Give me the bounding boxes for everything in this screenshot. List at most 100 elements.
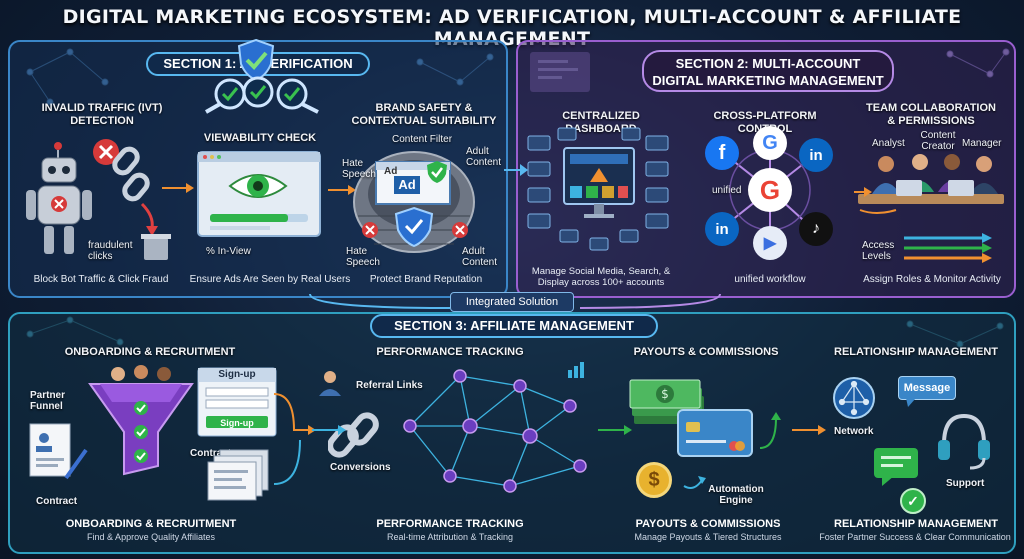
content-filter-label: Content Filter (392, 134, 453, 145)
signup-form-icon (197, 367, 277, 437)
integration-lines (309, 293, 721, 309)
flow-arrow (598, 425, 632, 435)
headset-icon (938, 413, 990, 470)
funnel-icon (88, 365, 194, 476)
adult-content-label-bottom: Adult Content (462, 246, 498, 268)
adult-content-label-top: Adult Content (466, 146, 502, 168)
eye-icon (228, 174, 288, 198)
contract-label-right: Contract (190, 448, 232, 459)
chat-bubble-icon (874, 448, 918, 486)
support-label: Support (946, 478, 985, 489)
signup-button[interactable]: Sign-up (220, 418, 254, 428)
ivt-title: INVALID TRAFFIC (IVT) DETECTION (41, 102, 163, 127)
tracking-bottom-caption: Real-time Attribution & Tracking (386, 532, 514, 542)
tracking-title: PERFORMANCE TRACKING (376, 346, 524, 358)
brand-safety-title: BRAND SAFETY & CONTEXTUAL SUITABILITY (351, 102, 497, 127)
section-3-title: SECTION 3: AFFILIATE MANAGEMENT (370, 314, 658, 338)
team-title: TEAM COLLABORATION & PERMISSIONS (866, 102, 996, 127)
display-network-icon: ▶ (753, 226, 787, 260)
check-icon: ✓ (900, 488, 926, 514)
team-caption: Assign Roles & Monitor Activity (863, 274, 1001, 285)
access-sliders (904, 233, 992, 263)
ivt-caption: Block Bot Traffic & Click Fraud (33, 274, 169, 285)
check-icon (134, 401, 148, 415)
google-icon: G (753, 126, 787, 160)
viewability-illustration (197, 151, 321, 237)
contract-label-left: Contract (36, 496, 78, 507)
cross-platform-caption: unified workflow (734, 274, 806, 285)
google-icon: G (748, 168, 792, 212)
flow-arrow (854, 187, 872, 197)
in-view-label: % In-View (206, 246, 251, 257)
facebook-icon: f (705, 136, 739, 170)
linkedin-icon: in (705, 212, 739, 246)
section-2-title: SECTION 2: MULTI-ACCOUNT DIGITAL MARKETI… (642, 50, 894, 92)
broken-link-icon (112, 146, 150, 202)
flow-arrow (162, 183, 194, 193)
svg-text:$: $ (661, 387, 669, 401)
flow-arrow (273, 393, 316, 485)
message-bubble: Message (898, 376, 956, 400)
fraudulent-clicks-label: fraudulent clicks (88, 240, 133, 262)
chat-bubble-icon (906, 398, 916, 407)
payouts-bottom-caption: Manage Payouts & Tiered Structures (634, 532, 782, 542)
mini-bar-chart-icon (568, 362, 584, 378)
ad-tag: Ad (384, 166, 398, 177)
flow-arrow (312, 425, 346, 435)
dashboard-title: CENTRALIZED DASHBOARD (562, 110, 640, 135)
flow-arrow (792, 425, 826, 435)
coin-icon: $ (636, 462, 672, 498)
automation-engine-label: Automation Engine (708, 484, 764, 506)
access-levels-label: Access Levels (862, 240, 895, 262)
monitor-icon (527, 127, 669, 251)
credit-card-icon (677, 409, 753, 457)
referral-people-icon (319, 371, 341, 396)
viewability-caption: Ensure Ads Are Seen by Real Users (189, 274, 351, 285)
referral-links-label: Referral Links (356, 380, 423, 391)
conversions-label: Conversions (330, 462, 391, 473)
integrated-solution-label: Integrated Solution (450, 292, 574, 312)
onboarding-bottom-title: ONBOARDING & RECRUITMENT (65, 518, 237, 530)
onboarding-title: ONBOARDING & RECRUITMENT (64, 346, 236, 358)
relationship-bottom-title: RELATIONSHIP MANAGEMENT (834, 518, 998, 530)
brand-safety-caption: Protect Brand Reputation (369, 274, 483, 285)
robot-icon (26, 142, 92, 254)
manager-label: Manager (962, 138, 1002, 149)
chain-link-icon (328, 412, 379, 458)
unified-label: unified (712, 185, 742, 196)
trash-icon (141, 234, 171, 260)
hate-speech-label-top: Hate Speech (342, 158, 376, 180)
section-connector-arrow (504, 164, 528, 176)
payouts-title: PAYOUTS & COMMISSIONS (633, 346, 779, 358)
payouts-bottom-title: PAYOUTS & COMMISSIONS (635, 518, 781, 530)
document-icon (29, 423, 88, 480)
network-label: Network (834, 426, 874, 437)
section-2-decor (530, 48, 1010, 92)
tiktok-icon: ♪ (799, 212, 833, 246)
network-graph-icon (403, 369, 587, 493)
globe-network-icon (833, 377, 875, 419)
onboarding-bottom-caption: Find & Approve Quality Affiliates (87, 532, 215, 542)
relationship-title: RELATIONSHIP MANAGEMENT (834, 346, 998, 358)
cycle-arrow-icon (683, 476, 706, 489)
document-stack-icon (207, 449, 269, 501)
partner-funnel-label: Partner Funnel (30, 390, 66, 412)
alert-x-icon (93, 139, 119, 165)
flow-arrow (328, 185, 356, 195)
ad-badge: Ad (394, 176, 420, 194)
hate-speech-label-bottom: Hate Speech (346, 246, 380, 268)
content-creator-label: Content Creator (920, 130, 956, 152)
relationship-bottom-caption: Foster Partner Success & Clear Communica… (819, 532, 1011, 542)
linkedin-icon: in (799, 138, 833, 172)
flow-arrow (759, 412, 781, 449)
brick-wall-icon (353, 151, 475, 253)
ivt-illustration (26, 139, 171, 260)
magnifier-check-icon (205, 76, 319, 114)
dashboard-caption: Manage Social Media, Search, & Display a… (531, 266, 671, 288)
section-3-decor (26, 316, 1004, 348)
section-1-decor (26, 48, 494, 106)
signup-header: Sign-up (218, 369, 256, 380)
analyst-label: Analyst (872, 138, 905, 149)
tracking-bottom-title: PERFORMANCE TRACKING (376, 518, 524, 530)
shield-check-icon (427, 161, 447, 183)
